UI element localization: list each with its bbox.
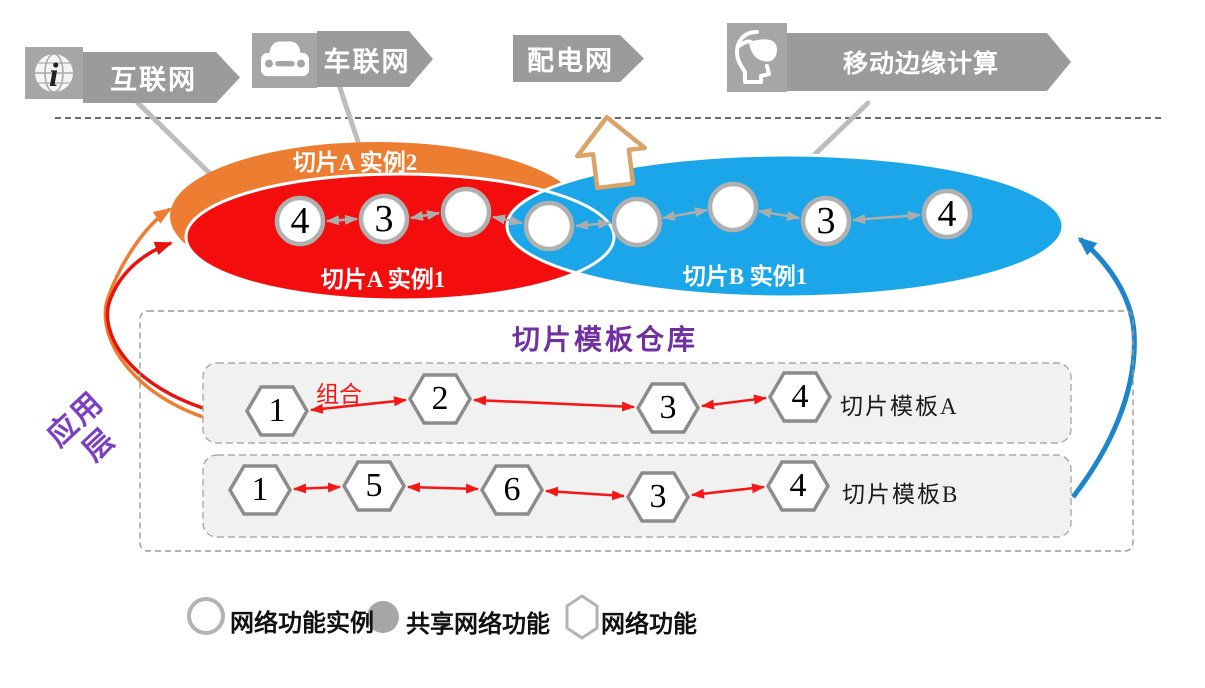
connector-arrow xyxy=(691,483,765,499)
legend-nf-instance-label: 网络功能实例 xyxy=(230,610,374,637)
legend-nf-label: 网络功能 xyxy=(601,611,697,638)
slice-b-instance1-label: 切片B 实例1 xyxy=(682,264,808,289)
instance-connectors xyxy=(326,207,921,230)
nf-instance-number: 3 xyxy=(816,200,836,242)
connector-arrow xyxy=(326,214,358,226)
connector-arrow xyxy=(492,214,523,226)
template-a-connectors xyxy=(310,394,767,414)
nf-hexagon xyxy=(227,464,293,516)
template-to-instance-a1-arrow xyxy=(105,241,204,410)
nf-instance-number xyxy=(612,195,662,249)
nf-instance-circle xyxy=(274,195,326,247)
shared-overlap-outline xyxy=(507,172,616,297)
template-b-label: 切片模板B xyxy=(842,482,960,507)
shared-nf-instance-circle xyxy=(523,200,575,252)
nf-hexagon xyxy=(244,385,310,437)
edge-computing-to-slice-line xyxy=(809,100,871,160)
nf-number: 3 xyxy=(659,389,677,426)
legend-circle-outline-icon xyxy=(187,597,225,635)
legend-shared-nf-label: 共享网络功能 xyxy=(406,611,550,638)
banner-vehicle-network: 车联网 xyxy=(317,31,433,87)
nf-hexagon xyxy=(765,460,831,512)
connector-arrow xyxy=(575,219,611,230)
nf-instance-number xyxy=(708,180,758,234)
nf-number: 4 xyxy=(789,467,807,504)
nf-instance-circle xyxy=(707,181,759,233)
combine-label: 组合 xyxy=(316,382,362,407)
vr-headset-icon xyxy=(727,23,787,92)
nf-number: 2 xyxy=(431,380,449,417)
nf-number: 4 xyxy=(791,378,809,415)
slice-b-instance1-ellipse xyxy=(505,153,1065,299)
connector-arrow xyxy=(410,210,440,221)
banner-internet-label: 互联网 xyxy=(110,65,197,95)
nf-number: 1 xyxy=(268,392,286,429)
nf-instance-circle xyxy=(921,188,973,240)
template-b-hexagons xyxy=(227,460,831,523)
nf-number: 6 xyxy=(503,471,521,508)
nf-hexagon xyxy=(767,371,833,423)
connector-arrow xyxy=(293,482,341,494)
template-to-instance-b1-arrow xyxy=(1071,237,1137,499)
banner-power-grid: 配电网 xyxy=(513,35,644,82)
template-a-hexagons xyxy=(244,371,833,437)
globe-info-icon: i xyxy=(25,47,83,99)
connector-arrow xyxy=(758,208,800,221)
slice-a-instance1-label: 切片A 实例1 xyxy=(320,267,446,292)
nf-instance-number: 4 xyxy=(937,193,957,235)
nf-instance-circle xyxy=(358,193,410,245)
connector-arrow xyxy=(701,394,767,410)
connector-arrow xyxy=(310,396,407,414)
template-repository-box xyxy=(139,310,1134,552)
nf-instance-circles xyxy=(274,181,973,252)
template-a-label: 切片模板A xyxy=(840,394,959,419)
connector-arrow xyxy=(407,482,479,494)
banner-power-grid-label: 配电网 xyxy=(527,46,614,76)
connector-arrow xyxy=(473,395,635,412)
connector-arrow xyxy=(852,210,921,225)
nf-instance-circle xyxy=(611,196,663,248)
banner-vehicle-network-label: 车联网 xyxy=(323,46,411,77)
car-icon xyxy=(252,33,317,88)
nf-instance-number xyxy=(524,199,574,253)
slice-a-instance2-label: 切片A 实例2 xyxy=(292,150,418,175)
nf-hexagon xyxy=(341,460,407,512)
nf-instance-number xyxy=(441,185,491,239)
nf-hexagon xyxy=(407,373,473,425)
legend-circle-filled-icon xyxy=(367,601,399,633)
instantiate-up-arrow xyxy=(575,115,647,191)
nf-number: 5 xyxy=(365,467,383,504)
banner-internet: 互联网 xyxy=(83,52,240,103)
template-to-instance-a2-arrow xyxy=(103,207,213,422)
nf-instance-circle xyxy=(440,186,492,238)
svg-text:i: i xyxy=(49,57,59,94)
connector-arrow xyxy=(545,486,625,501)
nf-number: 1 xyxy=(251,471,269,508)
nf-hexagon xyxy=(635,382,701,434)
banner-mobile-edge-computing: 移动边缘计算 xyxy=(787,33,1071,91)
nf-instance-number: 3 xyxy=(374,198,394,240)
connector-arrow xyxy=(662,207,708,221)
nf-instance-circle xyxy=(800,195,852,247)
nf-hexagon xyxy=(625,471,691,523)
template-b-connectors xyxy=(293,482,765,501)
nf-hexagon xyxy=(479,464,545,516)
nf-number: 3 xyxy=(649,478,667,515)
repository-title: 切片模板仓库 xyxy=(511,325,698,356)
banner-mobile-edge-computing-label: 移动边缘计算 xyxy=(842,51,999,78)
nf-instance-number: 4 xyxy=(290,200,310,242)
legend-hexagon-icon xyxy=(565,594,599,640)
